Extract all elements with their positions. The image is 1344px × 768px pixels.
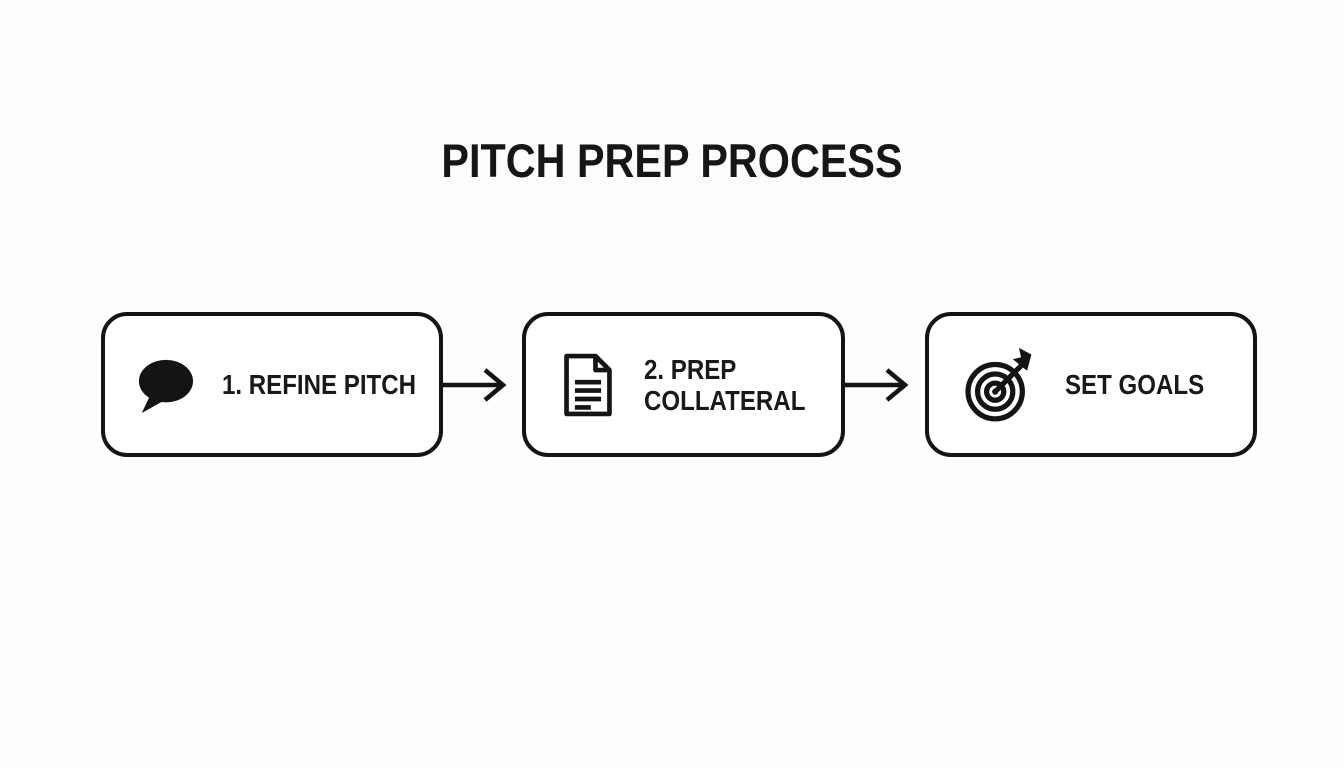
step-label-line: SET GOALS xyxy=(1065,369,1205,400)
document-icon xyxy=(564,353,612,416)
step-label-line: 1. REFINE PITCH xyxy=(222,369,417,400)
speech-bubble-icon xyxy=(138,359,194,413)
step-label-line: COLLATERAL xyxy=(644,384,806,416)
step-box-prep-collateral: 2. PREP COLLATERAL xyxy=(522,312,845,457)
step-box-set-goals: SET GOALS xyxy=(925,312,1257,457)
step-label-set-goals: SET GOALS xyxy=(1065,369,1204,400)
step-label-line: 2. PREP xyxy=(644,353,737,385)
arrow-right-icon xyxy=(845,365,915,405)
arrow-right-icon xyxy=(443,365,513,405)
step-label-refine-pitch: 1. REFINE PITCH xyxy=(222,369,416,400)
page-title: PITCH PREP PROCESS xyxy=(441,134,903,187)
step-label-prep-collateral: 2. PREP COLLATERAL xyxy=(644,354,805,416)
target-icon xyxy=(965,347,1032,421)
step-box-refine-pitch: 1. REFINE PITCH xyxy=(101,312,443,457)
